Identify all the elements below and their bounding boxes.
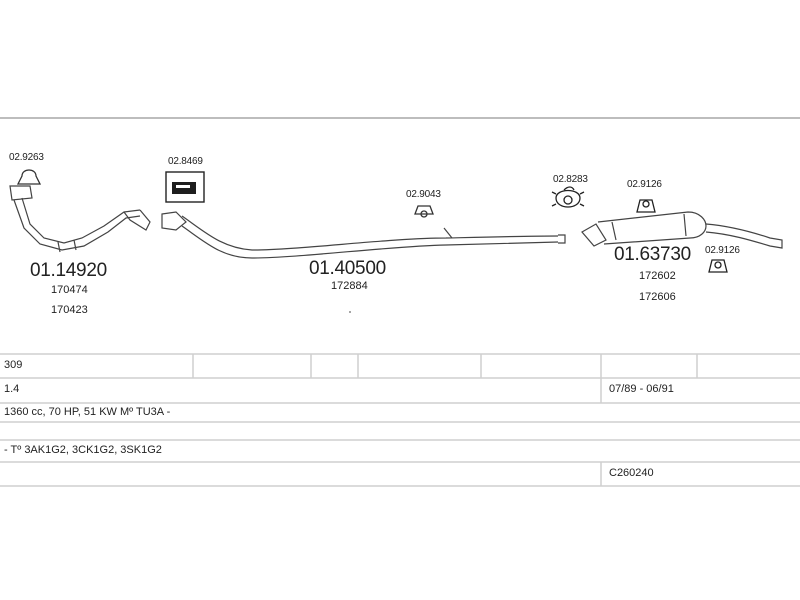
front-pipe-number: 01.14920 (30, 260, 107, 281)
stray-dot (349, 311, 351, 313)
front-pipe-alt1: 170474 (51, 284, 88, 296)
vehicle-types: - Tº 3AK1G2, 3CK1G2, 3SK1G2 (4, 444, 162, 456)
middle-pipe-number: 01.40500 (309, 258, 386, 279)
part-029043-label: 02.9043 (406, 189, 441, 200)
hanger-029126b-icon (708, 259, 728, 273)
part-028469-label: 02.8469 (168, 156, 203, 167)
system-code: C260240 (609, 467, 654, 479)
middle-pipe-drawing (161, 211, 566, 259)
part-029263-label: 02.9263 (9, 152, 44, 163)
production-years: 07/89 - 06/91 (609, 383, 674, 395)
clamp-029263-icon (16, 169, 42, 185)
hanger-029043-icon (414, 205, 434, 218)
part-029126b-label: 02.9126 (705, 245, 740, 256)
front-pipe-drawing (9, 185, 151, 253)
middle-pipe-alt1: 172884 (331, 280, 368, 292)
rubber-ring-028283-icon (551, 186, 585, 208)
part-029126a-label: 02.9126 (627, 179, 662, 190)
rear-silencer-alt1: 172602 (639, 270, 676, 282)
rear-silencer-number: 01.63730 (614, 244, 691, 265)
vehicle-model: 309 (4, 359, 23, 371)
engine-size: 1.4 (4, 383, 20, 395)
engine-specs: 1360 cc, 70 HP, 51 KW Mº TU3A - (4, 406, 171, 418)
gasket-box-028469-icon (165, 171, 205, 203)
front-pipe-alt2: 170423 (51, 304, 88, 316)
rear-silencer-drawing (581, 211, 783, 249)
part-028283-label: 02.8283 (553, 174, 588, 185)
hanger-029126a-icon (636, 199, 656, 213)
rear-silencer-alt2: 172606 (639, 291, 676, 303)
info-table-lines (0, 353, 800, 487)
